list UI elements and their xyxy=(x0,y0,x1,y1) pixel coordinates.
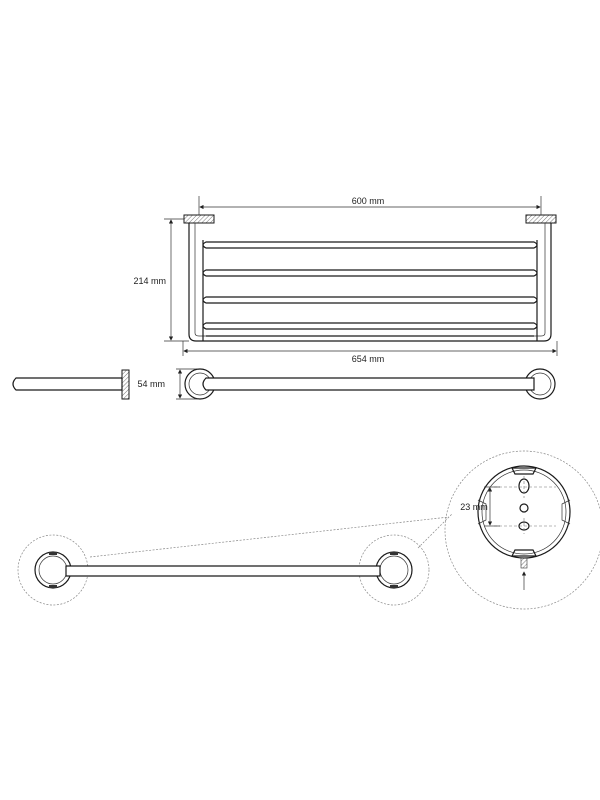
keyhole-lower xyxy=(494,518,556,534)
front-view: 600 mm 214 mm 654 mm xyxy=(133,196,558,364)
detail-view: 23 mm xyxy=(444,450,600,610)
right-wall-plate xyxy=(525,214,557,224)
right-support-arm xyxy=(534,223,552,342)
left-wall-plate xyxy=(183,214,215,224)
screw-icon xyxy=(520,557,528,590)
dim-label-214: 214 mm xyxy=(133,276,166,286)
dim-label-654: 654 mm xyxy=(352,354,385,364)
dim-label-600: 600 mm xyxy=(352,196,385,206)
mounting-view xyxy=(17,513,453,606)
shelf-rails xyxy=(202,241,538,342)
keyhole-upper xyxy=(494,476,556,498)
side-view xyxy=(12,369,130,400)
top-view: 54 mm xyxy=(137,368,556,400)
dim-label-23: 23 mm xyxy=(460,502,488,512)
dim-label-54: 54 mm xyxy=(137,379,165,389)
left-support-arm xyxy=(188,223,206,342)
